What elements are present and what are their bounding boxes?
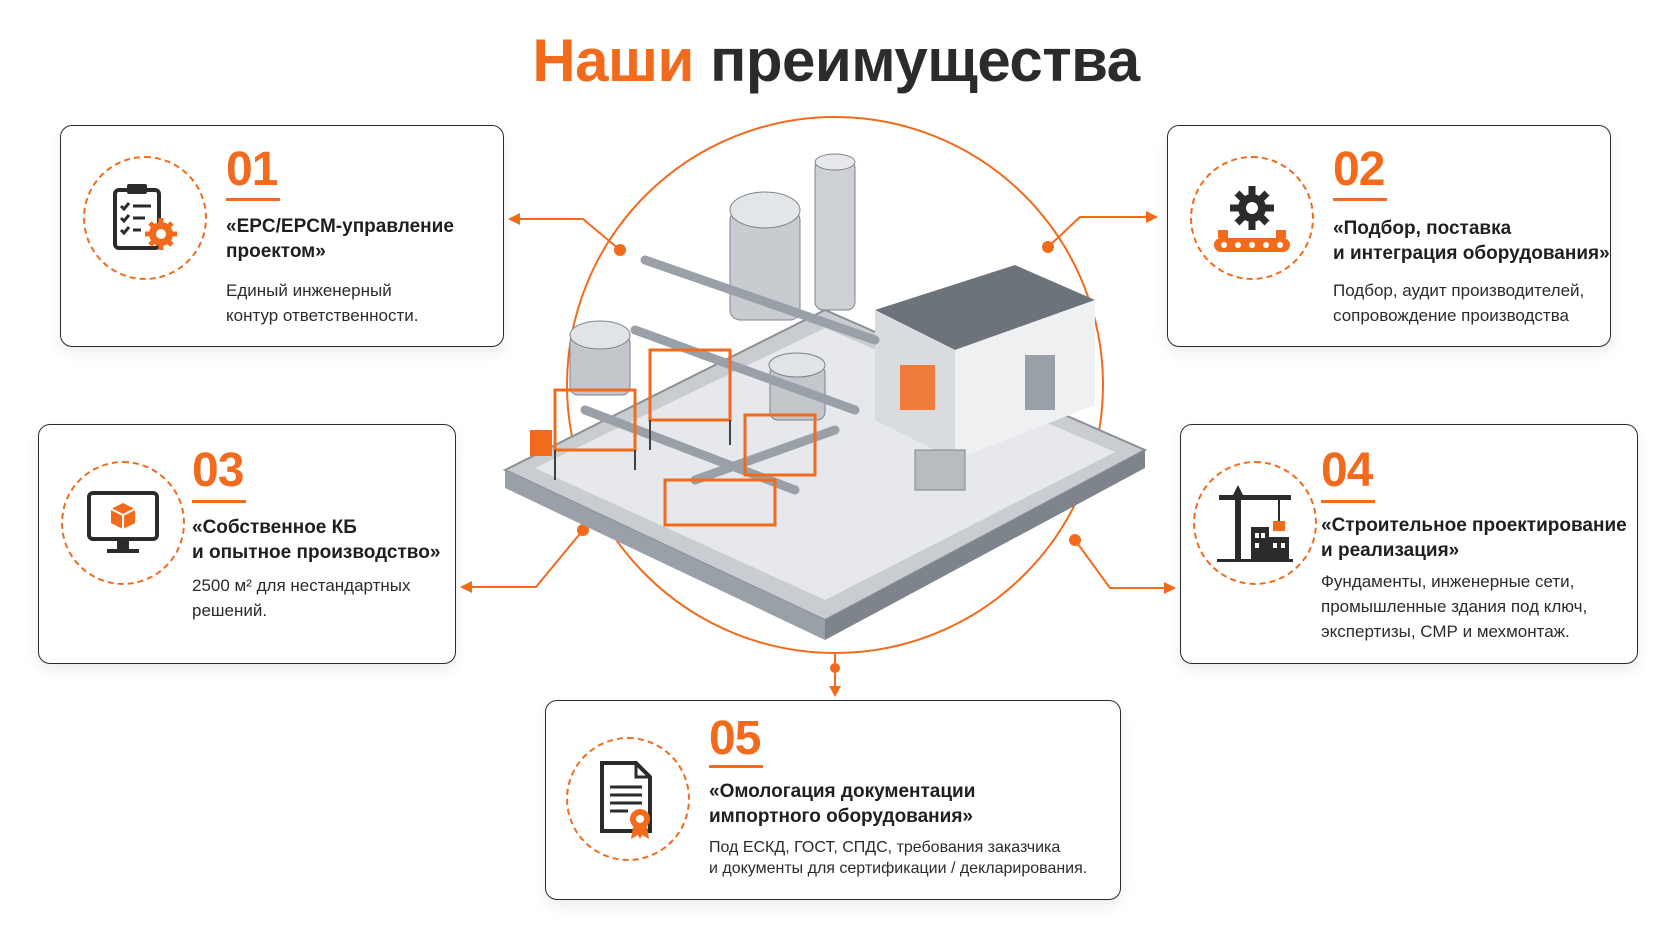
number-underline [192,500,246,503]
advantage-card-02: 02 «Подбор, поставка и интеграция оборуд… [1167,125,1611,347]
advantage-card-05: 05 «Омологация документации импортного о… [545,700,1121,900]
card-description: Единый инженерный контур ответственности… [226,281,419,325]
number-underline [709,765,763,768]
card-heading: «Собственное КБ и опытное производство» [192,517,441,563]
card-number: 03 [192,444,244,497]
card-heading: «EPC/EPCM-управление проектом» [226,216,454,262]
advantage-card-04: 04 «Строительное проектирование и реализ… [1180,424,1638,664]
card-description: Подбор, аудит производителей, сопровожде… [1333,281,1585,325]
card-heading: «Омологация документации импортного обор… [709,781,976,827]
crane-building-icon [1193,461,1317,585]
arrow-head-05 [829,686,841,697]
card-description: Фундаменты, инженерные сети, промышленны… [1321,572,1588,641]
monitor-cube-icon [61,461,185,585]
advantage-card-01: 01 «EPC/EPCM-управление проектом» Единый… [60,125,504,347]
page-title: Наши преимущества [0,26,1672,96]
number-underline [1321,500,1375,503]
arrow-head-03 [460,581,472,593]
card-heading: «Строительное проектирование и реализаци… [1321,515,1627,561]
connector-dot-05 [830,663,840,673]
number-underline [1333,198,1387,201]
card-number: 02 [1333,143,1385,196]
gear-conveyor-icon [1190,156,1314,280]
title-rest: преимущества [710,27,1140,94]
card-description: 2500 м² для нестандартных решений. [192,576,411,620]
arrow-head-04 [1164,582,1176,594]
certificate-document-icon [566,737,690,861]
advantage-card-03: 03 «Собственное КБ и опытное производств… [38,424,456,664]
title-accent: Наши [532,27,694,94]
number-underline [226,198,280,201]
industrial-plant-illustration [502,153,1148,640]
card-number: 04 [1321,444,1373,497]
card-number: 05 [709,712,761,765]
clipboard-gear-icon [83,156,207,280]
card-description: Под ЕСКД, ГОСТ, СПДС, требования заказчи… [709,839,1088,877]
card-number: 01 [226,143,278,196]
card-heading: «Подбор, поставка и интеграция оборудова… [1333,218,1610,264]
